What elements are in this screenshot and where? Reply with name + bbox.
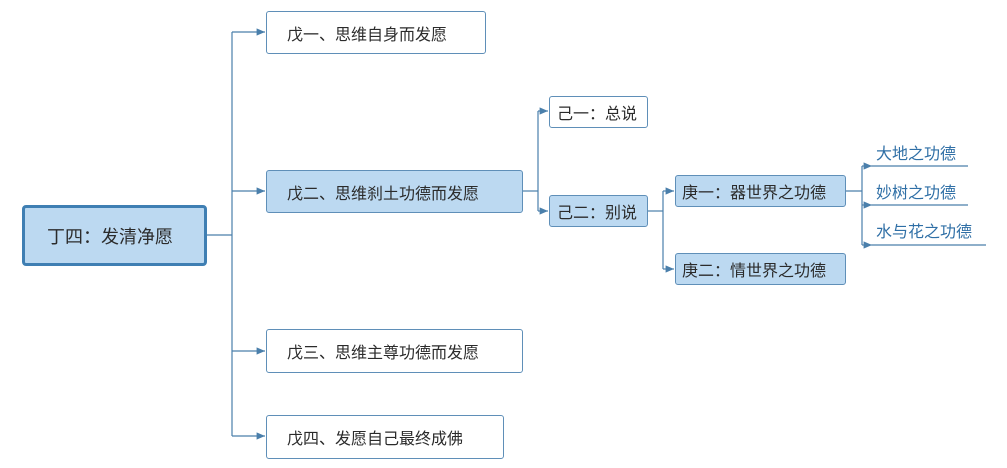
leaf-miaoshu-label: 妙树之功德	[876, 183, 957, 202]
ji1-label: 己一：总说	[557, 104, 638, 123]
wu3-label: 戊三、思维主尊功德而发愿	[287, 343, 480, 362]
geng2-node: 庚二：情世界之功德	[675, 253, 846, 285]
geng2-label: 庚二：情世界之功德	[682, 261, 827, 280]
wu2-node: 戊二、思维刹土功德而发愿	[266, 170, 523, 213]
ji2-node: 己二：别说	[549, 195, 648, 227]
leaf-shuihua-label: 水与花之功德	[876, 222, 973, 241]
wu4-label: 戊四、发愿自己最终成佛	[287, 429, 464, 448]
leaf-dadi-label: 大地之功德	[876, 144, 957, 163]
ji2-label: 己二：别说	[557, 203, 638, 222]
wu3-node: 戊三、思维主尊功德而发愿	[266, 329, 523, 373]
wu1-node: 戊一、思维自身而发愿	[266, 11, 486, 54]
geng1-node: 庚一：器世界之功德	[675, 175, 846, 207]
ji1-node: 己一：总说	[549, 96, 648, 128]
leaf-miaoshu: 妙树之功德	[876, 179, 956, 203]
wu2-label: 戊二、思维刹土功德而发愿	[287, 183, 480, 203]
wu4-node: 戊四、发愿自己最终成佛	[266, 415, 504, 459]
leaf-dadi: 大地之功德	[876, 140, 956, 164]
geng1-label: 庚一：器世界之功德	[682, 183, 827, 202]
root-node: 丁四：发清净愿	[22, 205, 207, 266]
wu1-label: 戊一、思维自身而发愿	[287, 24, 448, 44]
root-node-label: 丁四：发清净愿	[47, 226, 173, 248]
leaf-shuihua: 水与花之功德	[876, 218, 972, 242]
